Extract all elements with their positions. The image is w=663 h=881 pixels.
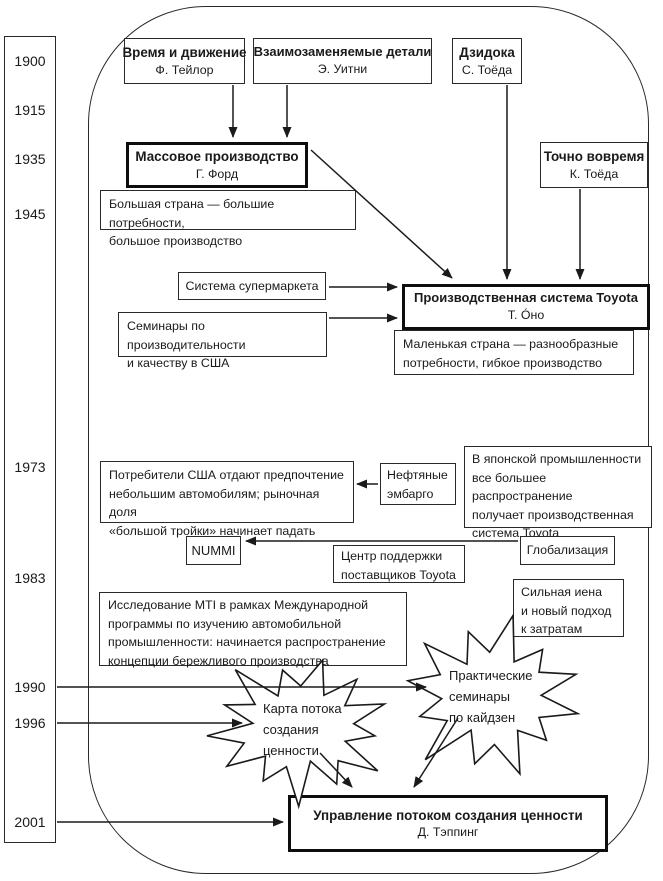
small-country-note: Маленькая страна — разнообразные потребн… [394, 330, 634, 375]
mti-research-note: Исследование MTI в рамках Международной … [99, 592, 407, 668]
box-title: Производственная система Toyota [414, 290, 638, 306]
globalization-note: Глобализация [520, 536, 615, 565]
oil-embargo-note: Нефтяные эмбарго [380, 463, 456, 505]
mass-production-box: Массовое производство Г. Форд [126, 142, 308, 188]
box-person: Г. Форд [195, 166, 239, 181]
timeline-year: 1996 [14, 715, 46, 731]
timeline-year: 1945 [14, 206, 46, 222]
box-title: Управление потоком создания ценности [313, 807, 583, 823]
box-person: Т. Óно [507, 308, 545, 323]
jidoka-box: Дзидока С. Тоёда [452, 38, 522, 84]
nummi-box: NUMMI [186, 536, 241, 565]
box-title: Массовое производство [135, 149, 299, 165]
timeline-year: 1900 [14, 53, 46, 69]
timeline-year: 1973 [14, 459, 46, 475]
value-stream-management-box: Управление потоком создания ценности Д. … [288, 795, 608, 852]
box-person: Э. Уитни [317, 62, 368, 77]
interchangeable-parts-box: Взаимозаменяемые детали Э. Уитни [253, 38, 432, 84]
box-person: К. Тоёда [569, 166, 619, 181]
us-seminars-note: Семинары по производительности и качеств… [118, 312, 327, 370]
timeline-year: 1935 [14, 151, 46, 167]
strong-yen-note: Сильная иена и новый подход к затратам [513, 579, 624, 637]
toyota-supplier-center-note: Центр поддержки поставщиков Toyota [333, 545, 465, 583]
box-person: Ф. Тейлор [155, 62, 214, 77]
box-title: Точно вовремя [543, 149, 645, 165]
big-country-note: Большая страна — большие потребности, бо… [100, 190, 356, 248]
toyota-production-system-box: Производственная система Toyota Т. Óно [402, 284, 650, 330]
timeline-year: 1915 [14, 102, 46, 118]
timeline-year: 1983 [14, 570, 46, 586]
supermarket-system-note: Система супермаркета [178, 272, 326, 300]
box-person: С. Тоёда [461, 62, 513, 77]
japan-industry-note: В японской промышленности все большее ра… [464, 446, 652, 540]
just-in-time-box: Точно вовремя К. Тоёда [540, 142, 648, 188]
box-title: Взаимозаменяемые детали [253, 44, 432, 60]
timeline-year: 2001 [14, 814, 46, 830]
box-title: Время и движение [122, 45, 247, 61]
us-consumers-note: Потребители США отдают предпочтение небо… [100, 461, 354, 538]
kaizen-seminars-label: Практические семинары по кайдзен [449, 668, 533, 725]
value-stream-map-label: Карта потока создания ценности [263, 701, 342, 758]
timeline-year: 1990 [14, 679, 46, 695]
timeline-column [4, 36, 56, 843]
time-and-motion-box: Время и движение Ф. Тейлор [122, 38, 247, 84]
box-title: Дзидока [459, 45, 515, 61]
diagram-rounded-border [88, 6, 649, 874]
box-person: Д. Тэппинг [417, 825, 479, 840]
